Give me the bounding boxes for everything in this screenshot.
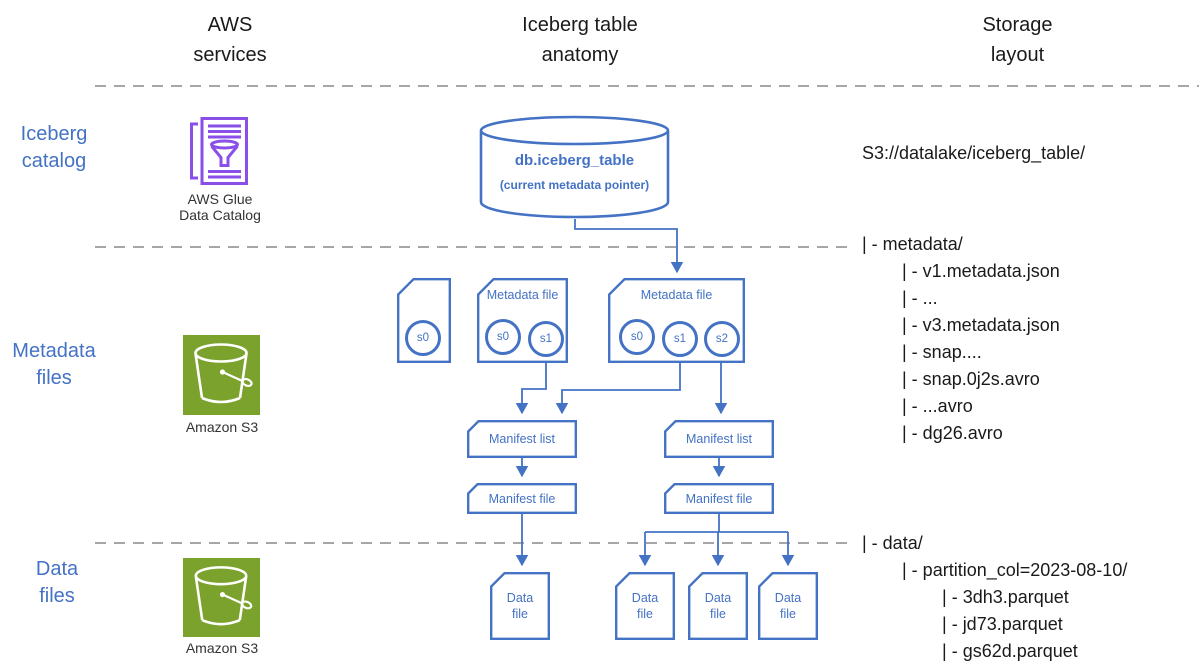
data-file-box-2: Data file — [615, 572, 675, 640]
data-file-box-4: Data file — [758, 572, 818, 640]
snapshot-circle-s1: s1 — [528, 321, 564, 357]
storage-root-path: S3://datalake/iceberg_table/ — [862, 143, 1086, 163]
catalog-pointer-note: (current metadata pointer) — [499, 178, 650, 192]
catalog-cylinder: db.iceberg_table (current metadata point… — [479, 114, 670, 220]
snapshot-circle-s0: s0 — [405, 320, 441, 356]
metadata-file-label: Metadata file — [640, 288, 713, 302]
catalog-table-name: db.iceberg_table — [514, 152, 635, 169]
data-file-label: Data file — [774, 591, 802, 621]
s3-caption-metadata: Amazon S3 — [185, 419, 259, 435]
data-file-label: Data file — [506, 591, 534, 621]
data-file-box-1: Data file — [490, 572, 550, 640]
snapshot-circle-s0: s0 — [619, 319, 655, 355]
snapshot-circle-s0: s0 — [485, 319, 521, 355]
manifest-list-box-2: Manifest list — [664, 420, 774, 458]
metadata-file-box-1: s0 — [397, 278, 451, 363]
snapshot-circle-s1: s1 — [662, 321, 698, 357]
storage-metadata-tree: | - metadata/ | - v1.metadata.json | - .… — [862, 231, 1060, 447]
tree-line: | - metadata/ — [862, 234, 963, 254]
metadata-file-box-3: Metadata file s0 s1 s2 — [608, 278, 745, 363]
row-label-iceberg-catalog: Iceberg catalog — [20, 123, 88, 172]
tree-line: | - snap.0j2s.avro — [862, 369, 1040, 389]
connector-catalog-to-metadata3 — [574, 219, 684, 274]
column-header-iceberg-anatomy: Iceberg table anatomy — [522, 14, 638, 66]
manifest-file-box-1: Manifest file — [467, 483, 577, 514]
tree-line: | - snap.... — [862, 342, 982, 362]
s3-bucket-icon-data — [183, 558, 260, 637]
tree-line: | - ... — [862, 288, 938, 308]
manifest-list-box-1: Manifest list — [467, 420, 577, 458]
data-file-box-3: Data file — [688, 572, 748, 640]
tree-line: | - gs62d.parquet — [862, 641, 1078, 661]
tree-line: | - ...avro — [862, 396, 973, 416]
metadata-file-box-2: Metadata file s0 s1 — [477, 278, 568, 363]
manifest-list-label: Manifest list — [686, 432, 752, 446]
glue-data-catalog-caption: AWS Glue Data Catalog — [179, 191, 261, 223]
s3-caption-data: Amazon S3 — [185, 640, 259, 656]
tree-line: | - data/ — [862, 533, 923, 553]
tree-line: | - 3dh3.parquet — [862, 587, 1069, 607]
data-file-label: Data file — [704, 591, 732, 621]
tree-line: | - v3.metadata.json — [862, 315, 1060, 335]
column-header-aws-services: AWS services — [193, 14, 267, 66]
column-header-storage-layout: Storage layout — [982, 14, 1053, 66]
tree-line: | - jd73.parquet — [862, 614, 1063, 634]
data-file-label: Data file — [631, 591, 659, 621]
metadata-file-label: Metadata file — [486, 288, 559, 302]
tree-line: | - partition_col=2023-08-10/ — [862, 560, 1128, 580]
manifest-list-label: Manifest list — [489, 432, 555, 446]
tree-line: | - v1.metadata.json — [862, 261, 1060, 281]
s3-bucket-icon-metadata — [183, 335, 260, 415]
row-label-metadata-files: Metadata files — [12, 340, 96, 389]
manifest-file-label: Manifest file — [685, 491, 753, 506]
glue-data-catalog-icon — [188, 116, 250, 186]
connector-box2s1-to-manifestlist1 — [515, 358, 547, 415]
tree-line: | - dg26.avro — [862, 423, 1003, 443]
manifest-file-box-2: Manifest file — [664, 483, 774, 514]
connector-box3s1-to-manifestlist1 — [555, 358, 681, 415]
snapshot-circle-s2: s2 — [704, 321, 740, 357]
storage-data-tree: | - data/ | - partition_col=2023-08-10/ … — [862, 530, 1127, 665]
manifest-file-label: Manifest file — [488, 491, 556, 506]
row-label-data-files: Data files — [35, 558, 79, 607]
